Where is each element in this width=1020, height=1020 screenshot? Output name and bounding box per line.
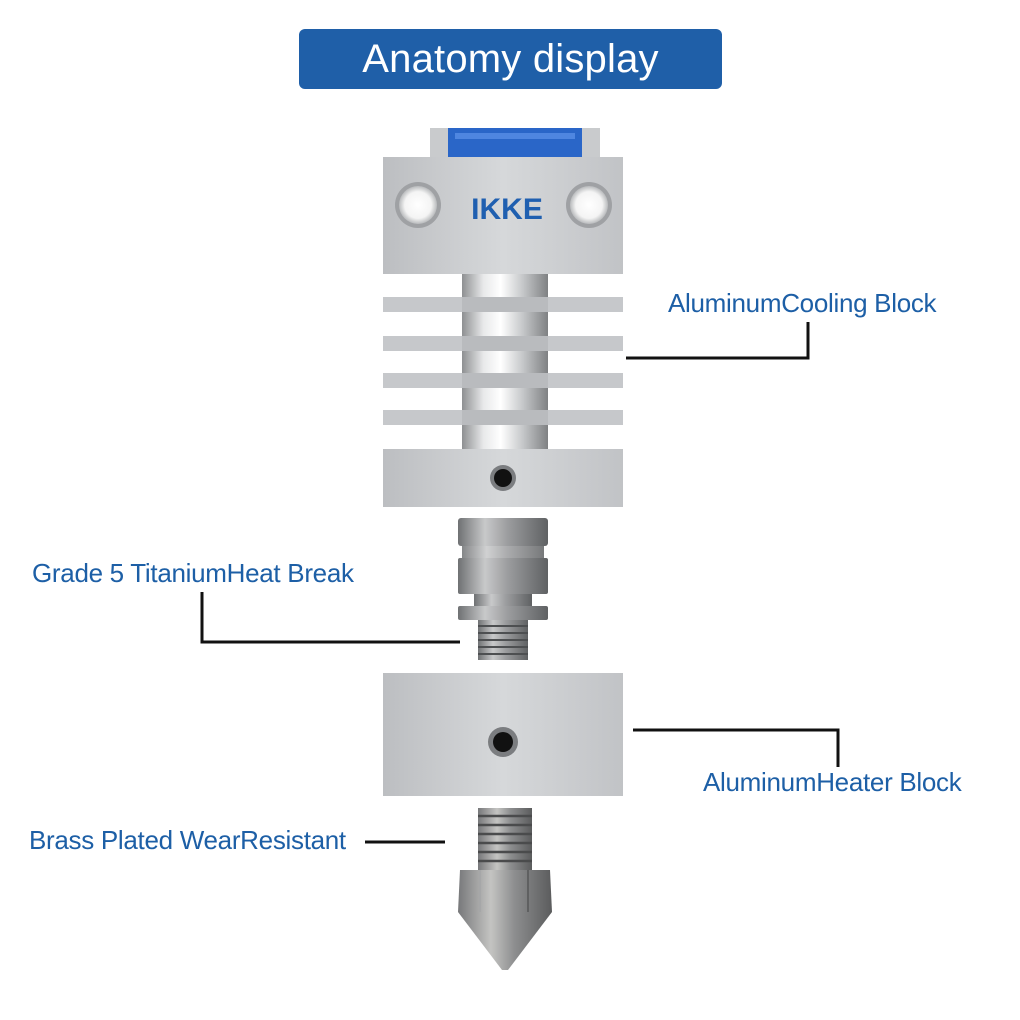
heater-block: [383, 673, 623, 796]
fan-clip: [430, 128, 600, 158]
page-title: Anatomy display: [362, 36, 659, 81]
label-cooling-block: AluminumCooling Block: [668, 288, 937, 318]
label-nozzle: Brass Plated WearResistant: [29, 825, 346, 855]
label-heat-break: Grade 5 TitaniumHeat Break: [32, 558, 354, 588]
cooling-block: [383, 157, 623, 507]
heat-break: [458, 518, 548, 660]
nozzle: [458, 808, 552, 970]
title-banner: Anatomy display: [299, 29, 722, 89]
label-heater-block: AluminumHeater Block: [703, 767, 962, 797]
leader-lines: [200, 322, 840, 844]
ikke-logo: IKKE: [471, 193, 543, 226]
